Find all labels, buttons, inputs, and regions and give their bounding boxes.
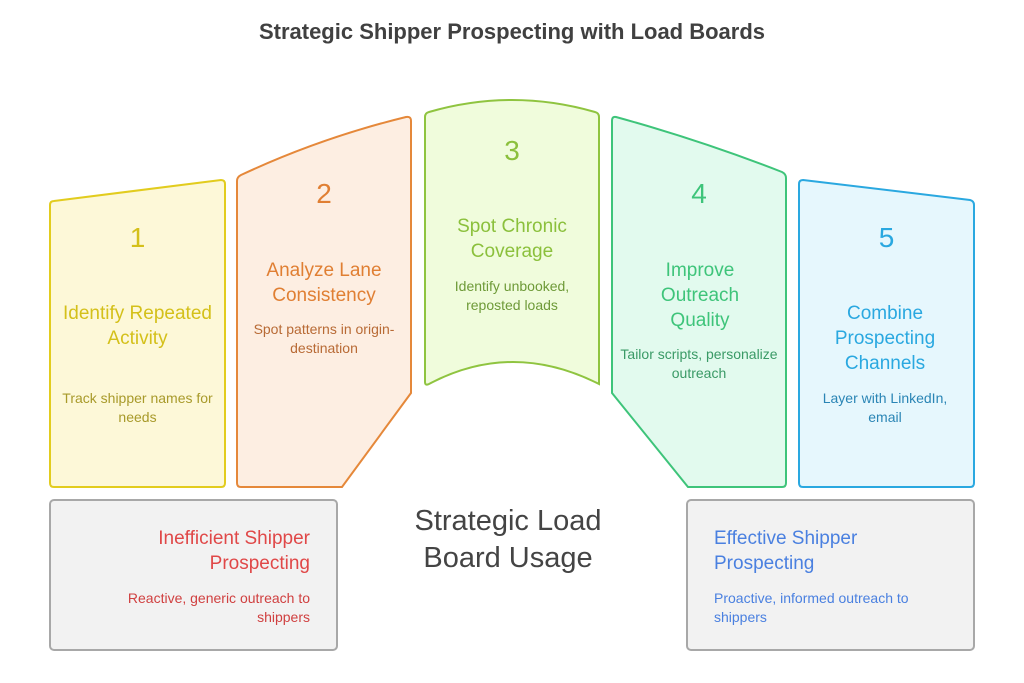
step-2-title: Analyze Lane Consistency [266,260,382,306]
step-4-title: Improve Outreach Quality [660,260,740,331]
step-2-shape [236,115,412,488]
step-4-description: Tailor scripts, personalize outreach [620,346,778,381]
left-box-shape [49,499,338,651]
right-box-title: Effective Shipper Prospecting [714,528,858,574]
step-4-number: 4 [691,178,707,209]
center-label: Strategic Load Board Usage [414,505,602,574]
step-2-description: Spot patterns in origin-destination [253,321,395,356]
step-1-shape [49,178,226,488]
step-5-title: Combine Prospecting Channels [834,303,936,374]
step-2-number: 2 [316,178,332,209]
step-4-shape [611,115,787,488]
diagram-title: Strategic Shipper Prospecting with Load … [258,19,766,44]
step-3-description: Identify unbooked, reposted loads [454,278,570,313]
step-3-shape [424,99,600,386]
right-box-shape [686,499,975,651]
step-1-title: Identify Repeated Activity [63,303,212,349]
right-box-description: Proactive, informed outreach to shippers [714,590,909,625]
step-5-description: Layer with LinkedIn, email [822,390,948,425]
left-box-description: Reactive, generic outreach to shippers [127,590,310,625]
step-1-number: 1 [129,222,146,253]
left-box-title: Inefficient Shipper Prospecting [158,528,310,574]
step-5-number: 5 [878,222,895,253]
step-3-number: 3 [504,135,520,166]
step-5-shape [798,178,975,488]
step-3-title: Spot Chronic Coverage [457,216,567,262]
step-1-description: Track shipper names for needs [62,390,213,425]
